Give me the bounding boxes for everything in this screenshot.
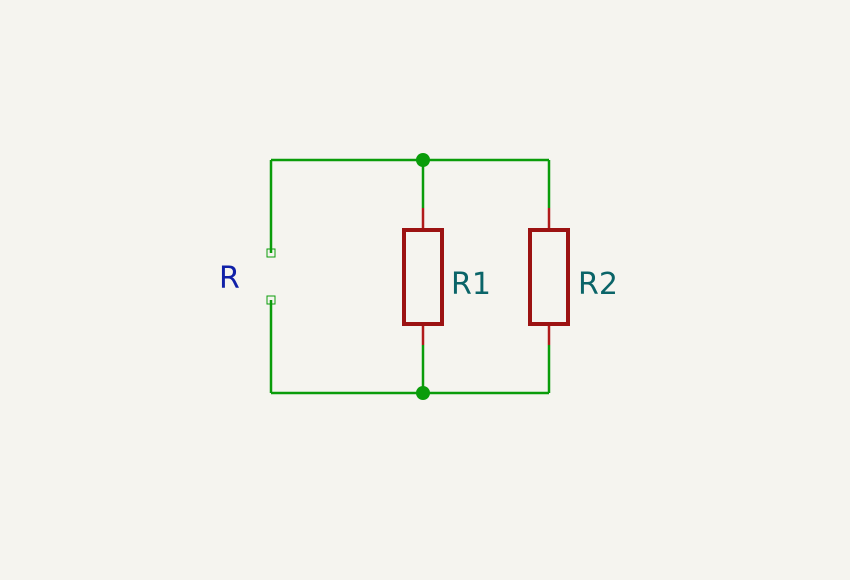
junction-top[interactable] [416,153,430,167]
port-terminal-top[interactable] [266,248,276,258]
r2-body [528,228,570,326]
resistor-r1[interactable] [402,208,444,345]
port-terminal-bottom[interactable] [266,295,276,305]
junction-bottom[interactable] [416,386,430,400]
port-terminals [266,248,276,305]
r1-body [402,228,444,326]
r2-reference-label: R2 [578,267,618,302]
wires [269,158,551,395]
r1-reference-label: R1 [451,267,491,302]
resistor-r2[interactable] [528,208,570,345]
port-label: R [219,261,240,296]
